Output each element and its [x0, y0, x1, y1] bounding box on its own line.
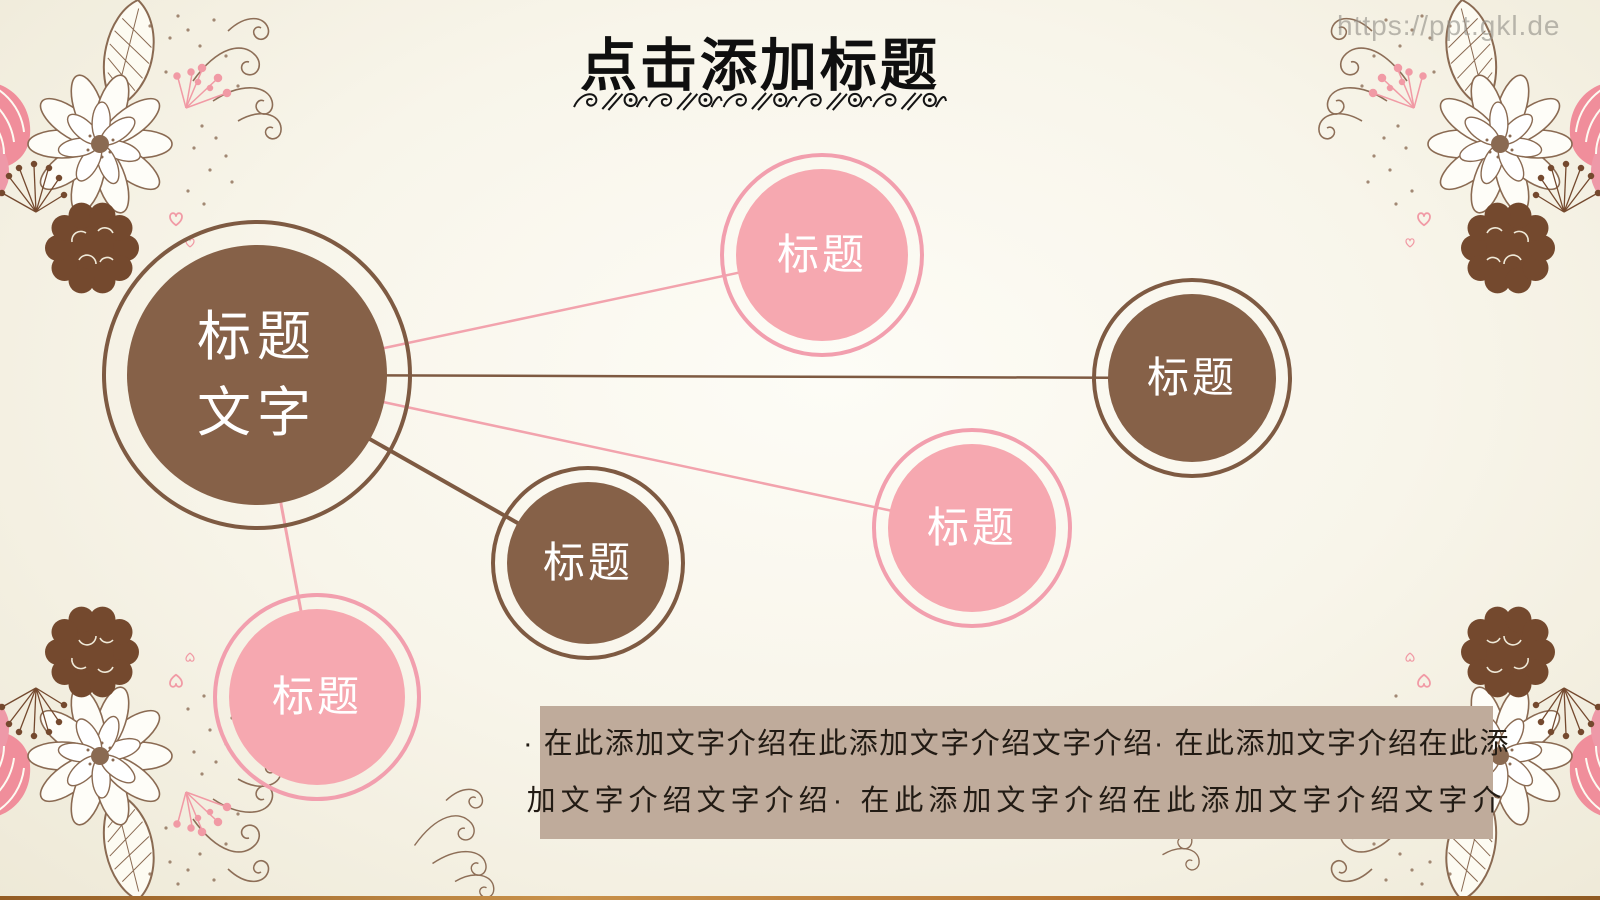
node-circle-middle-pink[interactable]: 标题 — [872, 428, 1072, 628]
description-line: 加文字介绍文字介绍· 在此添加文字介绍在此添加文字介绍文字介 — [526, 784, 1507, 817]
node-label: 标题 — [542, 538, 633, 586]
node-label: 标题 — [1146, 353, 1237, 401]
node-label: 标题 — [926, 503, 1017, 551]
node-circle-bottom-brown[interactable]: 标题 — [491, 466, 685, 660]
center-label-line1: 标题 — [197, 307, 317, 367]
description-line: · 在此添加文字介绍在此添加文字介绍文字介绍· 在此添加文字介绍在此添 — [523, 727, 1510, 760]
page-title[interactable]: 点击添加标题 — [580, 34, 940, 98]
flourish-divider-icon — [573, 91, 947, 112]
node-circle-center[interactable]: 标题 文字 — [102, 220, 412, 530]
description-panel[interactable]: · 在此添加文字介绍在此添加文字介绍文字介绍· 在此添加文字介绍在此添 加文字介… — [523, 706, 1508, 839]
node-circle-center-fill: 标题 文字 — [127, 245, 387, 505]
node-circle-bottom-left-pink[interactable]: 标题 — [213, 593, 421, 801]
watermark-url: https://ppt.gkl.de — [1337, 10, 1561, 41]
node-circle-right-brown[interactable]: 标题 — [1092, 278, 1292, 478]
node-label: 标题 — [271, 672, 362, 720]
bottom-accent-bar — [0, 896, 1600, 900]
center-label-line2: 文字 — [197, 383, 317, 443]
node-circle-top-pink[interactable]: 标题 — [720, 153, 924, 357]
node-label: 标题 — [776, 230, 867, 278]
